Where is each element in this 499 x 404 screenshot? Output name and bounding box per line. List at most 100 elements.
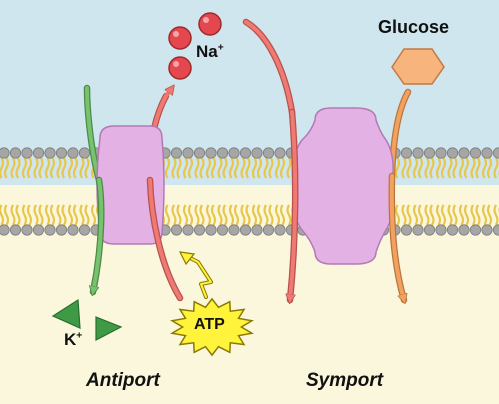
glucose-molecule [391, 48, 445, 85]
phospholipid-head [9, 224, 22, 236]
phospholipid-head [423, 224, 436, 236]
na-symport-arrow-back-fill [244, 20, 294, 114]
lipid-tail [171, 157, 182, 226]
phospholipid-head [400, 224, 413, 236]
phospholipid-head [32, 147, 45, 159]
na-ion-highlight [203, 17, 209, 23]
glucose-arrow [389, 174, 404, 300]
phospholipid-head [251, 147, 263, 159]
na-ion [168, 26, 192, 50]
lipid-tail [263, 157, 274, 226]
phospholipid-head [193, 224, 206, 236]
phospholipid-head [412, 147, 424, 159]
lipid-tail [194, 157, 205, 226]
lipid-tail [424, 157, 435, 226]
phospholipid-head [182, 224, 194, 236]
k-ion [95, 316, 123, 341]
phospholipid-head [216, 224, 229, 236]
lipid-tail [0, 157, 10, 226]
phospholipid-head [228, 147, 240, 159]
phospholipid-head [469, 147, 482, 159]
lipid-tail [412, 157, 424, 226]
phospholipid-head [21, 224, 33, 236]
lipid-tail [56, 157, 67, 226]
phospholipid-head [9, 147, 22, 159]
phospholipid-head [446, 224, 459, 236]
lipid-tail [286, 157, 297, 226]
phospholipid-head [481, 224, 493, 236]
phospholipid-head [228, 224, 240, 236]
phospholipid-head [400, 147, 413, 159]
phospholipid-head [67, 147, 79, 159]
phospholipid-head [205, 147, 217, 159]
lipid-tail [240, 157, 251, 226]
lipid-tail [10, 157, 21, 226]
lipid-tail [401, 157, 412, 226]
phospholipid-head [182, 147, 194, 159]
phospholipid-head [239, 147, 252, 159]
na-label: Na+ [196, 42, 224, 61]
lipid-tail [447, 157, 458, 226]
k-charge: + [76, 330, 83, 342]
phospholipid-head [216, 147, 229, 159]
phospholipid-head [55, 224, 68, 236]
atp-zigzag-head [178, 251, 196, 266]
phospholipid-head [78, 224, 91, 236]
lipid-tail [251, 157, 263, 226]
phospholipid-head [423, 147, 436, 159]
na-charge: + [217, 42, 224, 54]
phospholipid-head [32, 224, 45, 236]
phospholipid-head [262, 147, 275, 159]
phospholipid-head [458, 224, 470, 236]
phospholipid-head [458, 147, 470, 159]
phospholipid-head [78, 147, 91, 159]
na-ion [168, 56, 192, 80]
phospholipid-head [21, 147, 33, 159]
lipid-tail [274, 157, 286, 226]
lipid-tail [205, 157, 217, 226]
k-label: K+ [64, 330, 83, 349]
phospholipid-head [412, 224, 424, 236]
phospholipid-head [239, 224, 252, 236]
lipid-tail [458, 157, 470, 226]
phospholipid-head [446, 147, 459, 159]
na-antiport-arrow-head-segment [164, 88, 172, 98]
atp-energy-zigzag-fill [185, 255, 212, 298]
phospholipid-head [435, 147, 447, 159]
glucose-label: Glucose [378, 17, 450, 37]
phospholipid-head [170, 147, 183, 159]
k-arrow [93, 178, 104, 292]
phospholipid-head [67, 224, 79, 236]
lipid-tail [435, 157, 447, 226]
phospholipid-head [0, 147, 10, 159]
lipid-tail [21, 157, 33, 226]
atp-label: ATP [194, 316, 225, 333]
phospholipid-head [435, 224, 447, 236]
lipid-tail [228, 157, 240, 226]
phospholipid-head [262, 224, 275, 236]
lipid-tail [481, 157, 493, 226]
na-antiport-arrow [148, 178, 182, 300]
lipid-tail [470, 157, 481, 226]
phospholipid-head [251, 224, 263, 236]
phospholipid-head [0, 224, 10, 236]
phospholipid-head [44, 147, 56, 159]
na-ion-highlight [173, 31, 179, 37]
phospholipid-head [274, 224, 286, 236]
phospholipid-head [193, 147, 206, 159]
symport-label: Symport [306, 370, 384, 391]
atp-burst [169, 297, 255, 357]
phospholipid-head [481, 147, 493, 159]
na-symport-arrow [290, 110, 298, 300]
lipid-tail [79, 157, 90, 226]
k-ion [51, 298, 81, 329]
antiport-label: Antiport [86, 370, 160, 391]
lipid-tail [217, 157, 228, 226]
phospholipid-head [44, 224, 56, 236]
lipid-tail [493, 157, 499, 226]
phospholipid-head [274, 147, 286, 159]
na-ion [198, 12, 222, 36]
na-ion-highlight [173, 61, 179, 67]
